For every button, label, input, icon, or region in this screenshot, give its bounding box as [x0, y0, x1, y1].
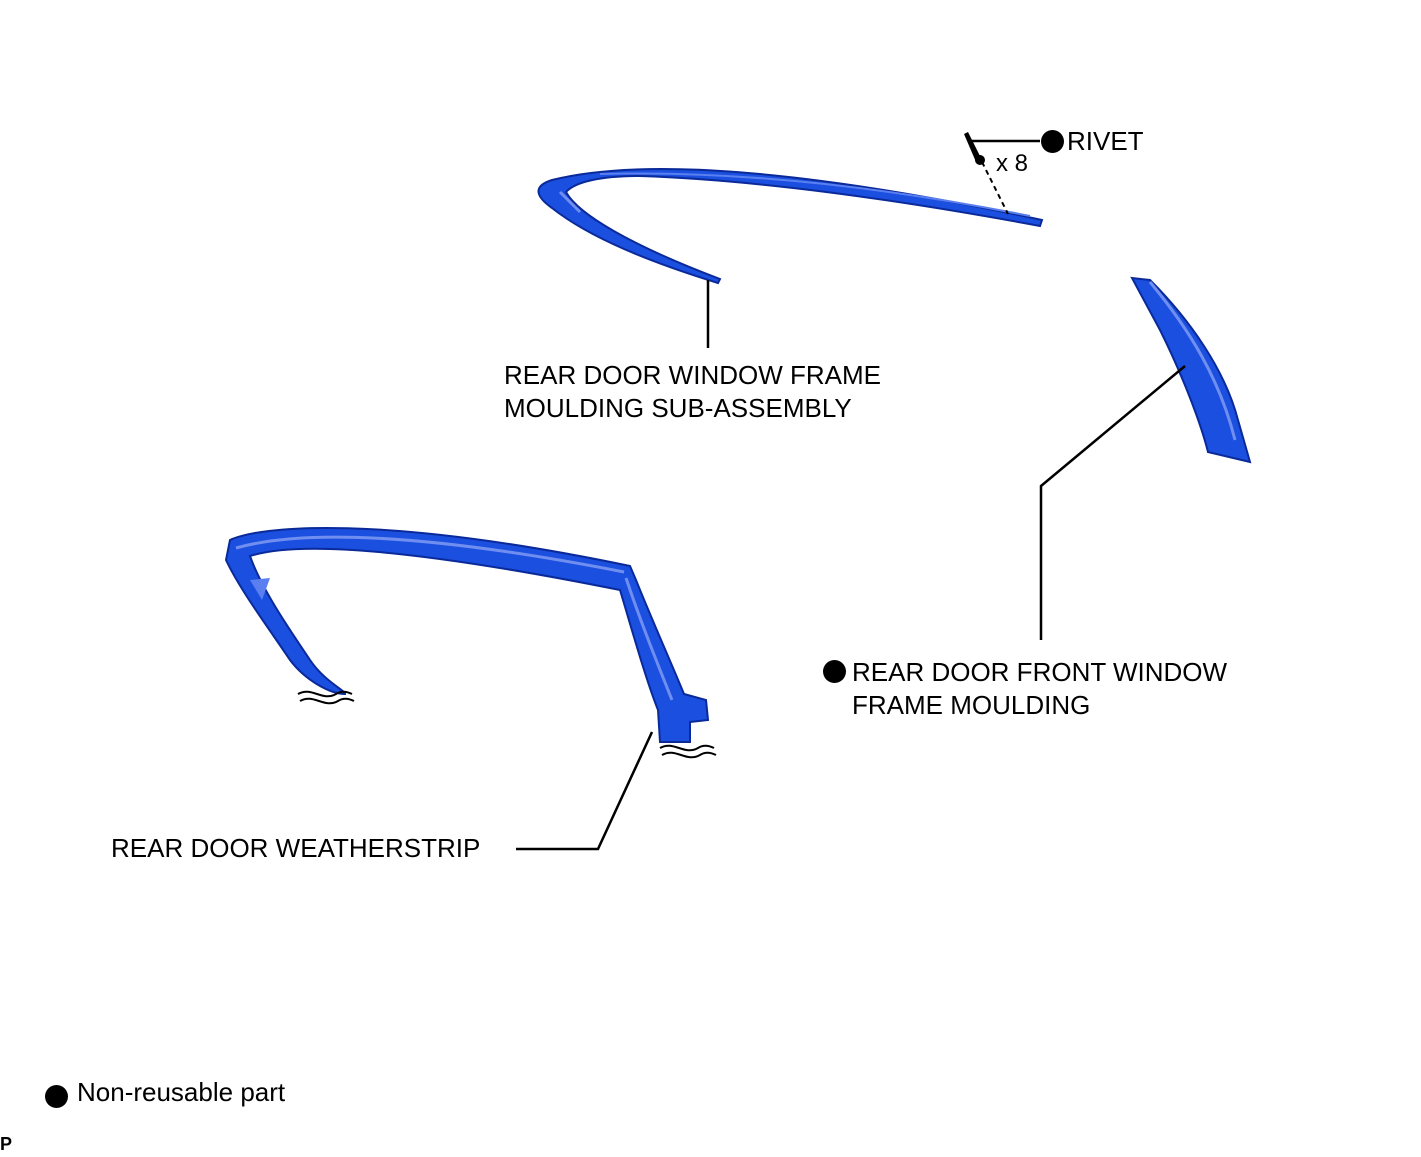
- weatherstrip-part: [224, 526, 717, 759]
- non-reusable-dot-icon: [45, 1085, 68, 1108]
- rivet-part: [964, 132, 1040, 215]
- corner-mark: P: [0, 1134, 13, 1154]
- leader-line-weatherstrip: [516, 731, 654, 851]
- rivet-quantity-label: x 8: [996, 150, 1029, 177]
- front-window-non-reusable-icon: [823, 660, 846, 683]
- sub-assembly-label-line2: MOULDING SUB-ASSEMBLY: [504, 393, 852, 423]
- window-frame-moulding-sub-assembly-part: [537, 168, 1044, 285]
- rivet-label: RIVET: [1067, 126, 1144, 156]
- front-window-frame-moulding-part: [1130, 276, 1252, 464]
- weatherstrip-label: REAR DOOR WEATHERSTRIP: [111, 833, 481, 863]
- leader-line-front-window: [1039, 365, 1186, 640]
- rivet-non-reusable-icon: [1041, 130, 1064, 153]
- sub-assembly-label-line1: REAR DOOR WINDOW FRAME: [504, 360, 881, 390]
- legend-text: Non-reusable part: [77, 1077, 286, 1107]
- front-window-label-line1: REAR DOOR FRONT WINDOW: [852, 657, 1228, 687]
- front-window-label-line2: FRAME MOULDING: [852, 690, 1091, 720]
